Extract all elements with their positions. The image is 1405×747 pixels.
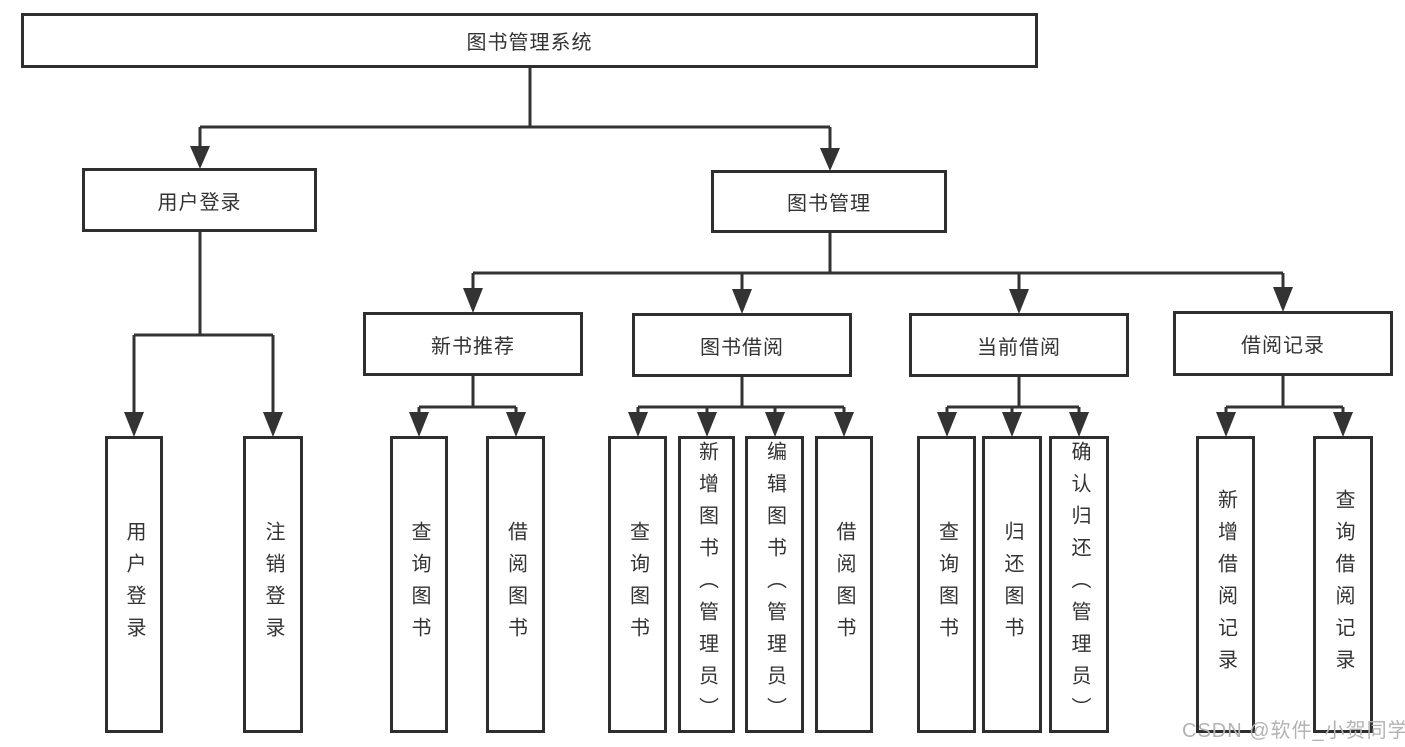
leaf-borrow-books-recommend: 借阅图书 [486, 436, 545, 733]
leaf-user-login-label: 用户登录 [123, 520, 145, 649]
node-borrow-records: 借阅记录 [1173, 311, 1393, 376]
node-book-borrow: 图书借阅 [632, 313, 852, 377]
leaf-query-books-recommend-label: 查询图书 [408, 520, 430, 649]
leaf-query-borrow-record-label: 查询借阅记录 [1332, 488, 1354, 681]
node-user-login-label: 用户登录 [157, 191, 242, 214]
node-current-borrow-label: 当前借阅 [977, 336, 1061, 359]
node-book-borrow-label: 图书借阅 [700, 336, 784, 359]
node-current-borrow: 当前借阅 [909, 313, 1129, 377]
leaf-return-books-label: 归还图书 [1001, 520, 1023, 649]
leaf-borrow-books-recommend-label: 借阅图书 [504, 520, 527, 649]
node-new-book-recommend-label: 新书推荐 [431, 335, 515, 358]
leaf-add-borrow-record-label: 新增借阅记录 [1214, 488, 1237, 681]
arrowheads [124, 146, 1353, 437]
leaf-query-books-borrow-label: 查询图书 [626, 520, 649, 649]
leaf-query-books-recommend: 查询图书 [390, 436, 448, 733]
leaf-add-books-admin-label: 新增图书（管理员） [695, 440, 718, 729]
node-root-library-system: 图书管理系统 [21, 13, 1038, 68]
leaf-edit-books-admin-label: 编辑图书（管理员） [763, 440, 786, 729]
leaf-logout: 注销登录 [243, 436, 303, 733]
leaf-confirm-return-admin-label: 确认归还（管理员） [1068, 440, 1090, 729]
node-book-management-label: 图书管理 [787, 193, 871, 215]
leaf-edit-books-admin: 编辑图书（管理员） [745, 436, 804, 733]
node-book-management: 图书管理 [711, 170, 947, 233]
leaf-borrow-books: 借阅图书 [815, 436, 873, 733]
node-root-label: 图书管理系统 [466, 32, 593, 54]
leaf-add-books-admin: 新增图书（管理员） [678, 436, 735, 733]
leaf-logout-label: 注销登录 [262, 520, 284, 649]
leaf-query-borrow-record: 查询借阅记录 [1313, 436, 1373, 733]
leaf-return-books: 归还图书 [982, 436, 1042, 733]
node-borrow-records-label: 借阅记录 [1241, 335, 1325, 357]
node-new-book-recommend: 新书推荐 [363, 312, 583, 376]
leaf-borrow-books-label: 借阅图书 [833, 520, 855, 649]
leaf-add-borrow-record: 新增借阅记录 [1196, 436, 1255, 733]
leaf-query-books-current-label: 查询图书 [935, 520, 958, 649]
node-user-login: 用户登录 [82, 168, 317, 232]
leaf-query-books-current: 查询图书 [917, 436, 976, 733]
csdn-watermark: CSDN @软件_小贺同学 [1182, 720, 1405, 742]
leaf-user-login: 用户登录 [105, 436, 163, 733]
leaf-confirm-return-admin: 确认归还（管理员） [1049, 436, 1109, 733]
leaf-query-books-borrow: 查询图书 [608, 436, 667, 733]
